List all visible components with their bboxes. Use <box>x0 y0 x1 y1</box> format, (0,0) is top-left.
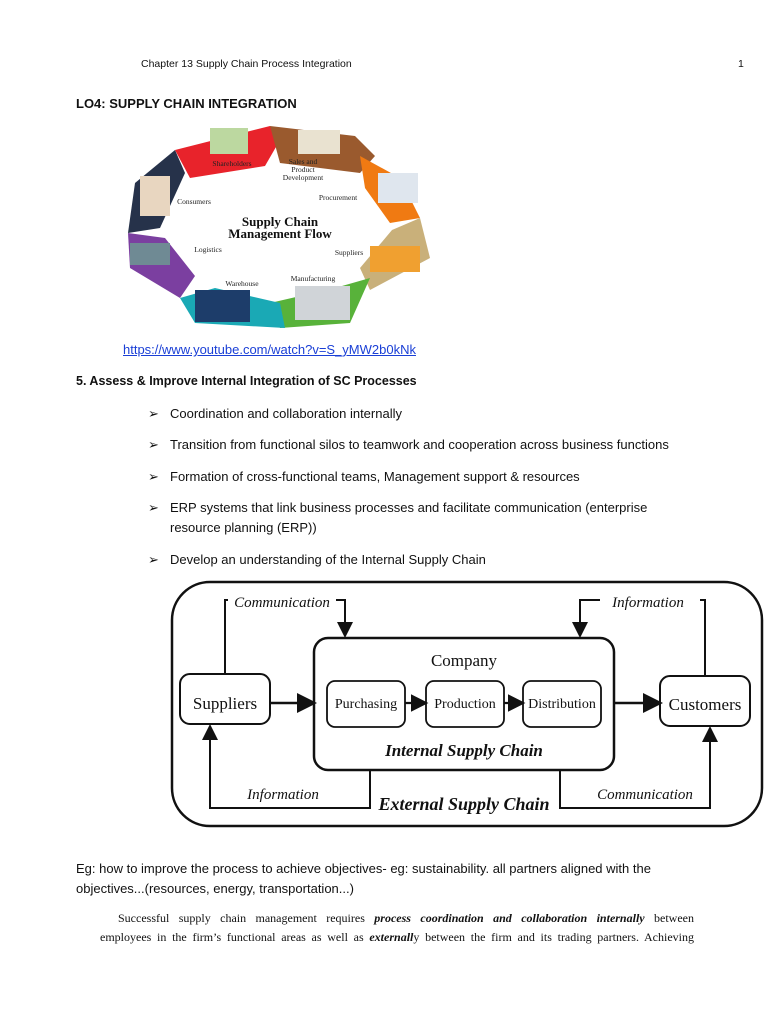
external-supply-chain-box <box>170 580 764 828</box>
procurement-picture <box>378 173 418 203</box>
label-communication-top: Communication <box>234 595 330 611</box>
section-heading-lo4: LO4: SUPPLY CHAIN INTEGRATION <box>76 96 297 111</box>
page-header-title: Chapter 13 Supply Chain Process Integrat… <box>141 58 352 70</box>
label-warehouse: Warehouse <box>225 279 259 288</box>
section-heading-5: 5. Assess & Improve Internal Integration… <box>76 374 417 388</box>
manufacturing-picture <box>295 286 350 320</box>
bullet-arrow-icon: ➢ <box>148 469 159 484</box>
label-procurement: Procurement <box>319 193 358 202</box>
bullet-arrow-icon: ➢ <box>148 406 159 421</box>
bullet-arrow-icon: ➢ <box>148 500 159 515</box>
label-information-top: Information <box>611 595 684 611</box>
wheel-graphic: Supply Chain Management Flow Shareholder… <box>128 126 430 328</box>
supply-chain-diagram: Communication Information Company Suppli… <box>170 580 764 830</box>
label-sales-2: Product <box>291 165 315 174</box>
supply-chain-wheel: Supply Chain Management Flow Shareholder… <box>120 118 440 333</box>
consumers-picture <box>140 176 170 216</box>
label-communication-bottom: Communication <box>597 787 693 803</box>
shareholders-picture <box>210 128 248 154</box>
label-sales-3: Development <box>283 173 324 182</box>
label-company: Company <box>431 651 498 670</box>
supply-chain-diagram-svg: Communication Information Company Suppli… <box>170 580 764 828</box>
example-text: Eg: how to improve the process to achiev… <box>76 859 756 899</box>
label-shareholders: Shareholders <box>212 159 251 168</box>
label-customers: Customers <box>669 695 742 714</box>
wheel-title-1: Supply Chain <box>242 214 319 229</box>
suppliers-picture <box>370 246 420 272</box>
label-logistics: Logistics <box>194 245 222 254</box>
paragraph-line-1: Successful supply chain management requi… <box>118 911 694 925</box>
warehouse-picture <box>195 290 250 322</box>
bullet-arrow-icon: ➢ <box>148 552 159 567</box>
wheel-title-2: Management Flow <box>228 226 332 241</box>
youtube-link[interactable]: https://www.youtube.com/watch?v=S_yMW2b0… <box>123 342 416 357</box>
label-distribution: Distribution <box>528 697 596 712</box>
label-production: Production <box>434 697 495 712</box>
arrow-communication-bottom <box>559 726 718 809</box>
example-line-1: Eg: how to improve the process to achiev… <box>76 861 651 876</box>
label-manufacturing: Manufacturing <box>291 274 336 283</box>
label-external-supply-chain: External Supply Chain <box>377 794 549 814</box>
label-purchasing: Purchasing <box>335 697 397 712</box>
arrow-information-bottom <box>202 724 371 809</box>
sales-picture <box>298 130 340 154</box>
label-consumers: Consumers <box>177 197 211 206</box>
body-paragraph: Successful supply chain management requi… <box>100 909 694 947</box>
label-internal-supply-chain: Internal Supply Chain <box>384 741 543 760</box>
paragraph-line-2: employees in the firm’s functional areas… <box>100 930 694 944</box>
label-suppliers: Suppliers <box>335 248 363 257</box>
wheel-segment-purple <box>128 233 195 298</box>
label-sales-1: Sales and <box>289 157 318 166</box>
example-line-2: objectives...(resources, energy, transpo… <box>76 881 354 896</box>
label-suppliers: Suppliers <box>193 694 257 713</box>
page-number: 1 <box>738 58 744 70</box>
logistics-picture <box>130 243 170 265</box>
bullet-arrow-icon: ➢ <box>148 437 159 452</box>
label-information-bottom: Information <box>246 787 319 803</box>
